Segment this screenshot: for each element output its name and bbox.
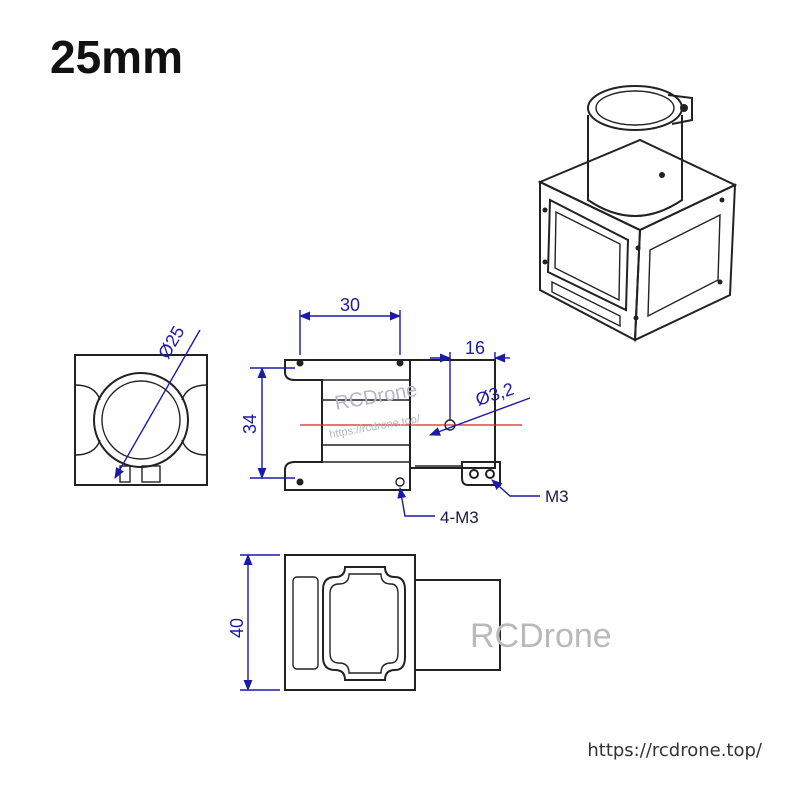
watermark-brand-large: RCDrone [470,617,612,655]
watermark-url-small: https://rcdrone.top/ [328,413,421,441]
m3-callout: M3 [545,487,569,506]
four-m3-callout: 4-M3 [440,508,479,527]
height-34-label: 34 [240,414,260,434]
isometric-view [537,85,738,342]
side-view: 30 16 34 Ø3,2 M3 4-M3 RCDrone https://rc… [240,295,569,527]
diameter-label: Ø25 [154,323,188,362]
offset-16-label: 16 [465,338,485,358]
footer-url: https://rcdrone.top/ [587,740,762,761]
watermark-brand-small: RCDrone [333,379,419,415]
end-view: Ø25 [74,323,208,486]
width-30-label: 30 [340,295,360,315]
page-title: 25mm [50,31,183,83]
height-40-label: 40 [227,618,247,638]
bottom-view: 40 RCDrone [227,553,612,692]
